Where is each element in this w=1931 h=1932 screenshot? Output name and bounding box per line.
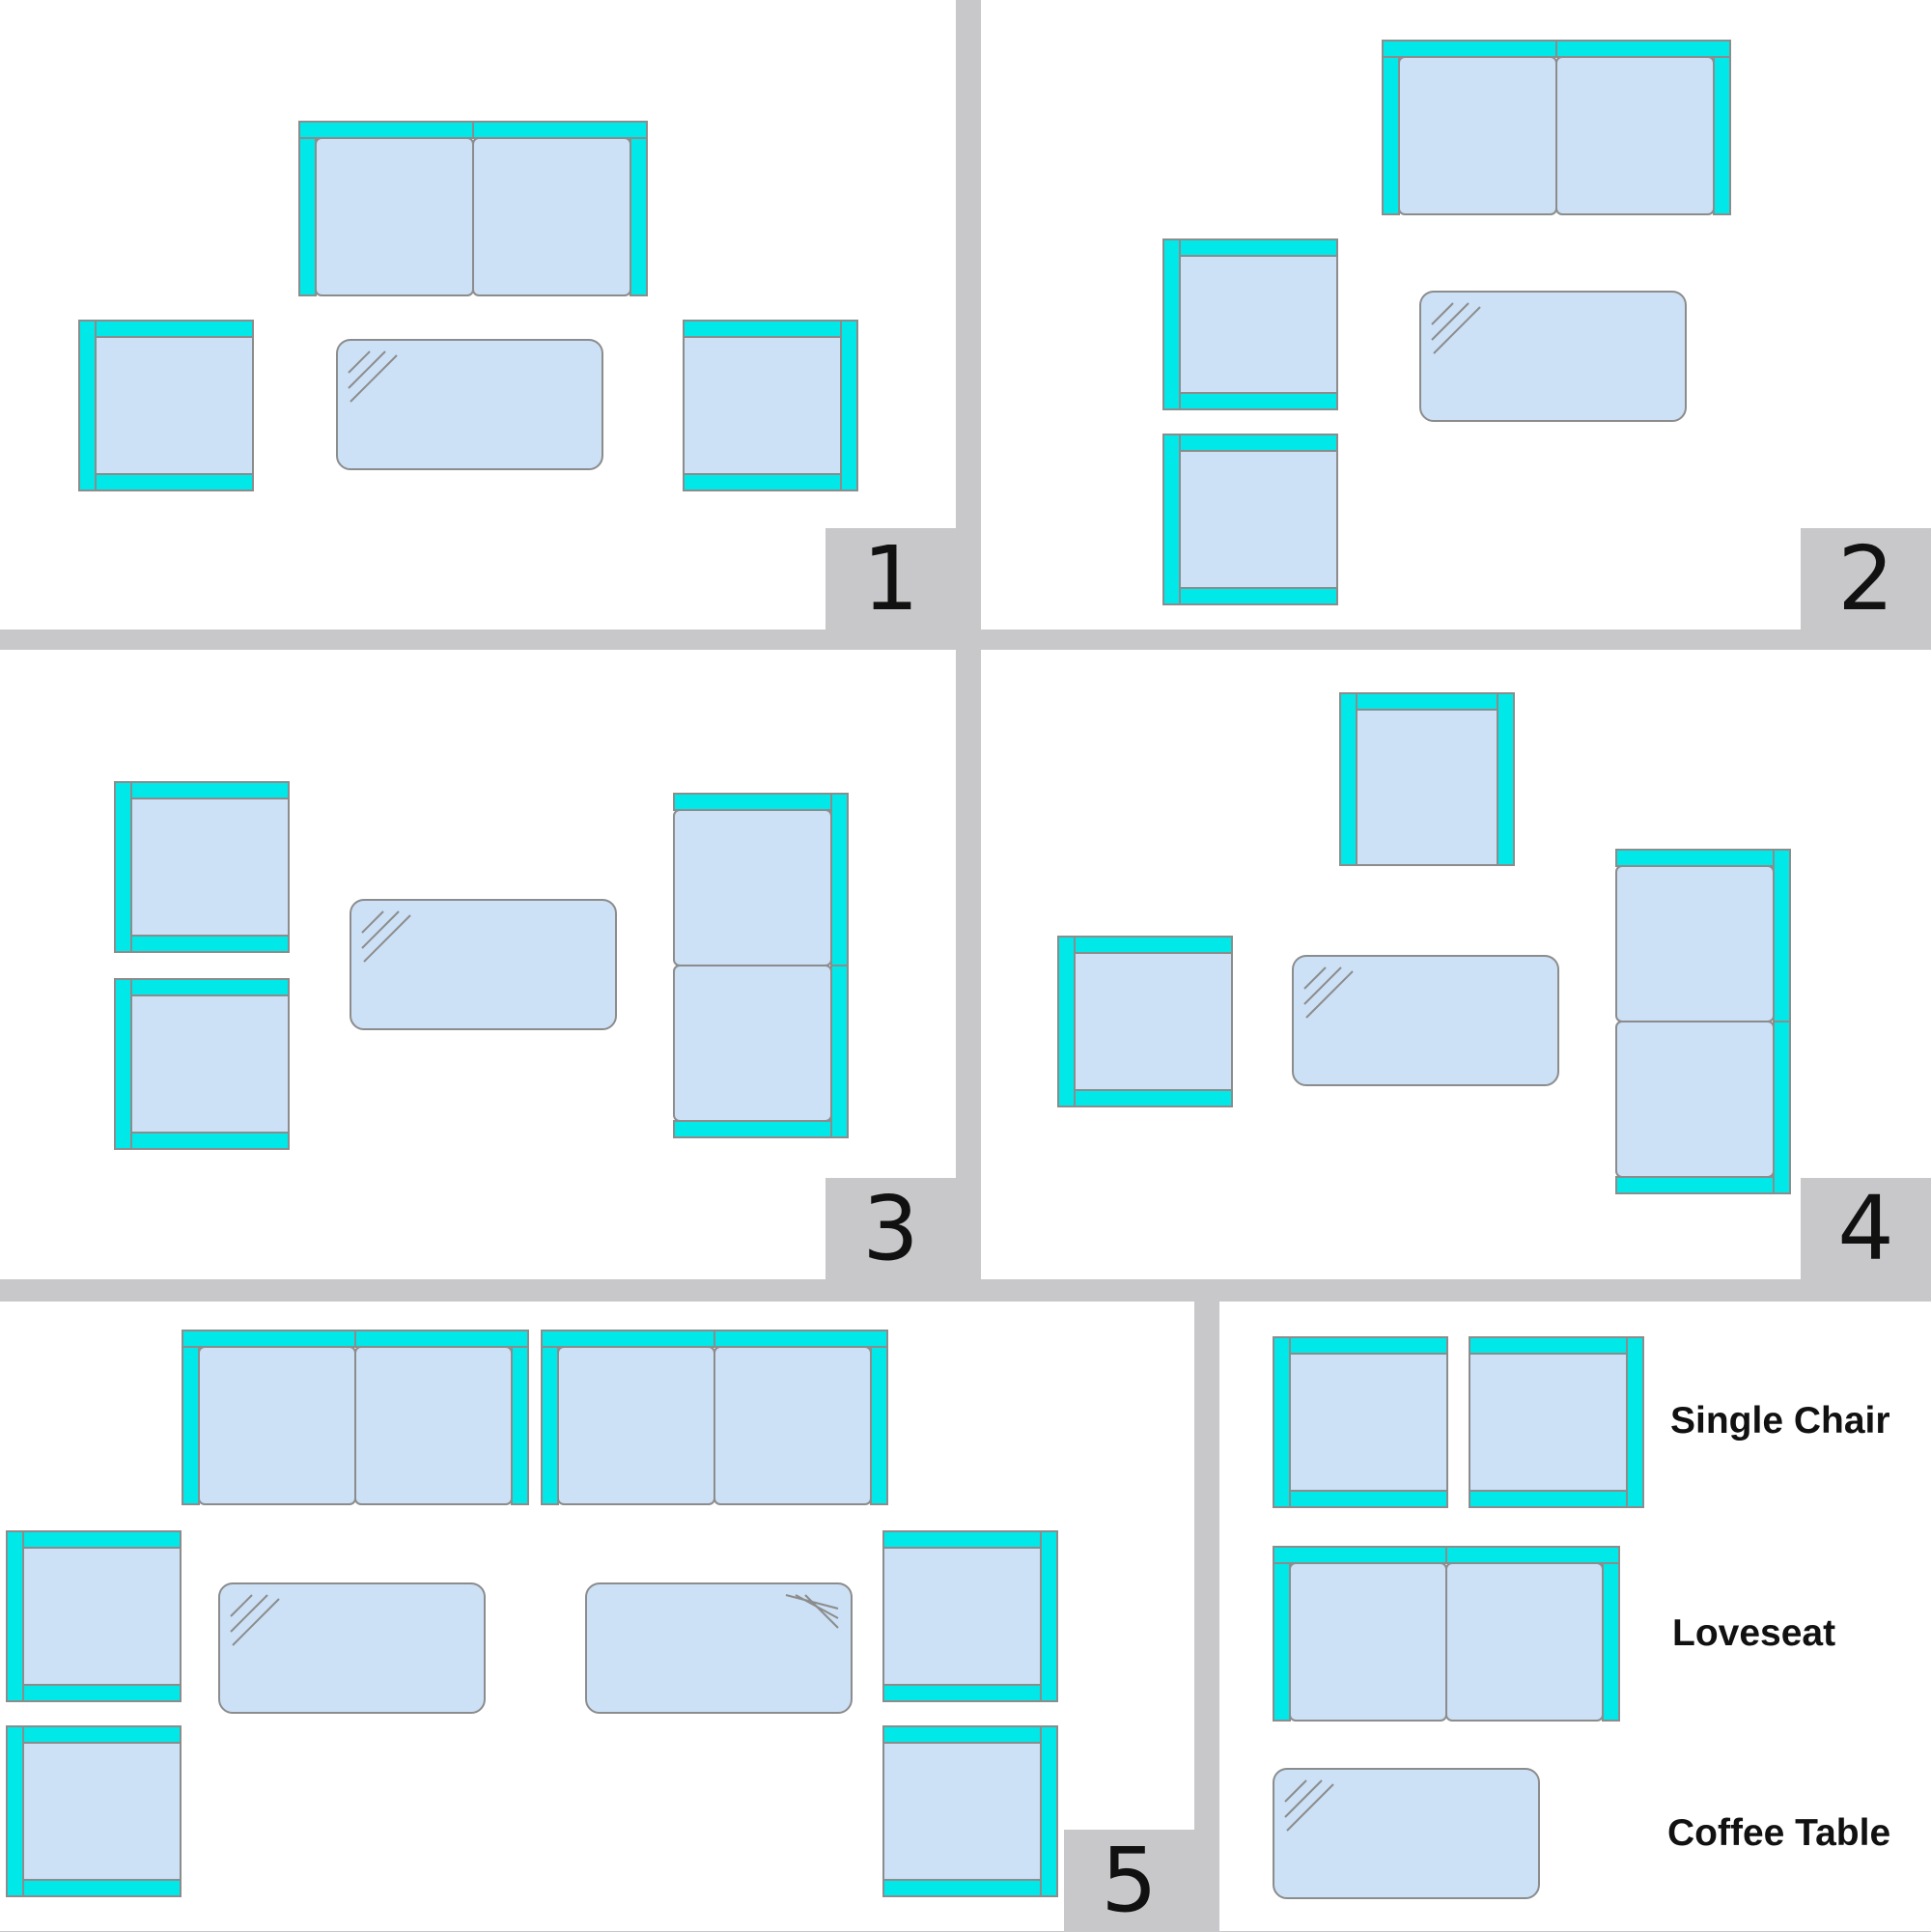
layout-number-box-2: 2: [1801, 528, 1931, 630]
layout-number-1: 1: [862, 526, 919, 630]
coffee-table: [1419, 291, 1687, 422]
layout-number-4: 4: [1837, 1176, 1894, 1280]
single-chair: [6, 1530, 182, 1702]
single-chair: [114, 978, 290, 1150]
single-chair: [1162, 238, 1338, 410]
single-chair: [6, 1725, 182, 1897]
single-chair: [882, 1725, 1058, 1897]
layout-number-box-5: 5: [1064, 1830, 1194, 1931]
coffee-table: [1292, 955, 1559, 1086]
single-chair: [1339, 692, 1515, 866]
coffee-table: [350, 899, 617, 1030]
legend-single-chair: [1469, 1336, 1644, 1508]
loveseat: [1382, 40, 1731, 215]
layout-number-box-1: 1: [826, 528, 956, 630]
single-chair: [78, 320, 254, 491]
layout-number-5: 5: [1101, 1828, 1158, 1932]
single-chair: [1162, 434, 1338, 605]
legend-single-chair-label: Single Chair: [1670, 1400, 1890, 1442]
legend-single-chair: [1273, 1336, 1448, 1508]
single-chair: [683, 320, 858, 491]
coffee-table: [585, 1582, 853, 1714]
legend-coffee-table-label: Coffee Table: [1667, 1812, 1891, 1854]
single-chair: [882, 1530, 1058, 1702]
loveseat: [1615, 849, 1791, 1194]
layout-number-box-3: 3: [826, 1178, 956, 1279]
legend-loveseat-label: Loveseat: [1672, 1612, 1836, 1654]
legend-loveseat: [1273, 1546, 1620, 1722]
coffee-table: [218, 1582, 486, 1714]
loveseat: [182, 1330, 529, 1505]
loveseat: [673, 793, 849, 1138]
layout-number-box-4: 4: [1801, 1178, 1931, 1279]
single-chair: [114, 781, 290, 953]
loveseat: [298, 121, 648, 296]
single-chair: [1057, 936, 1233, 1107]
loveseat: [541, 1330, 888, 1505]
legend-coffee-table: [1273, 1768, 1540, 1899]
coffee-table: [336, 339, 603, 470]
layout-number-3: 3: [862, 1176, 919, 1280]
layout-number-2: 2: [1837, 526, 1894, 630]
layout-panel-1: [0, 0, 956, 630]
